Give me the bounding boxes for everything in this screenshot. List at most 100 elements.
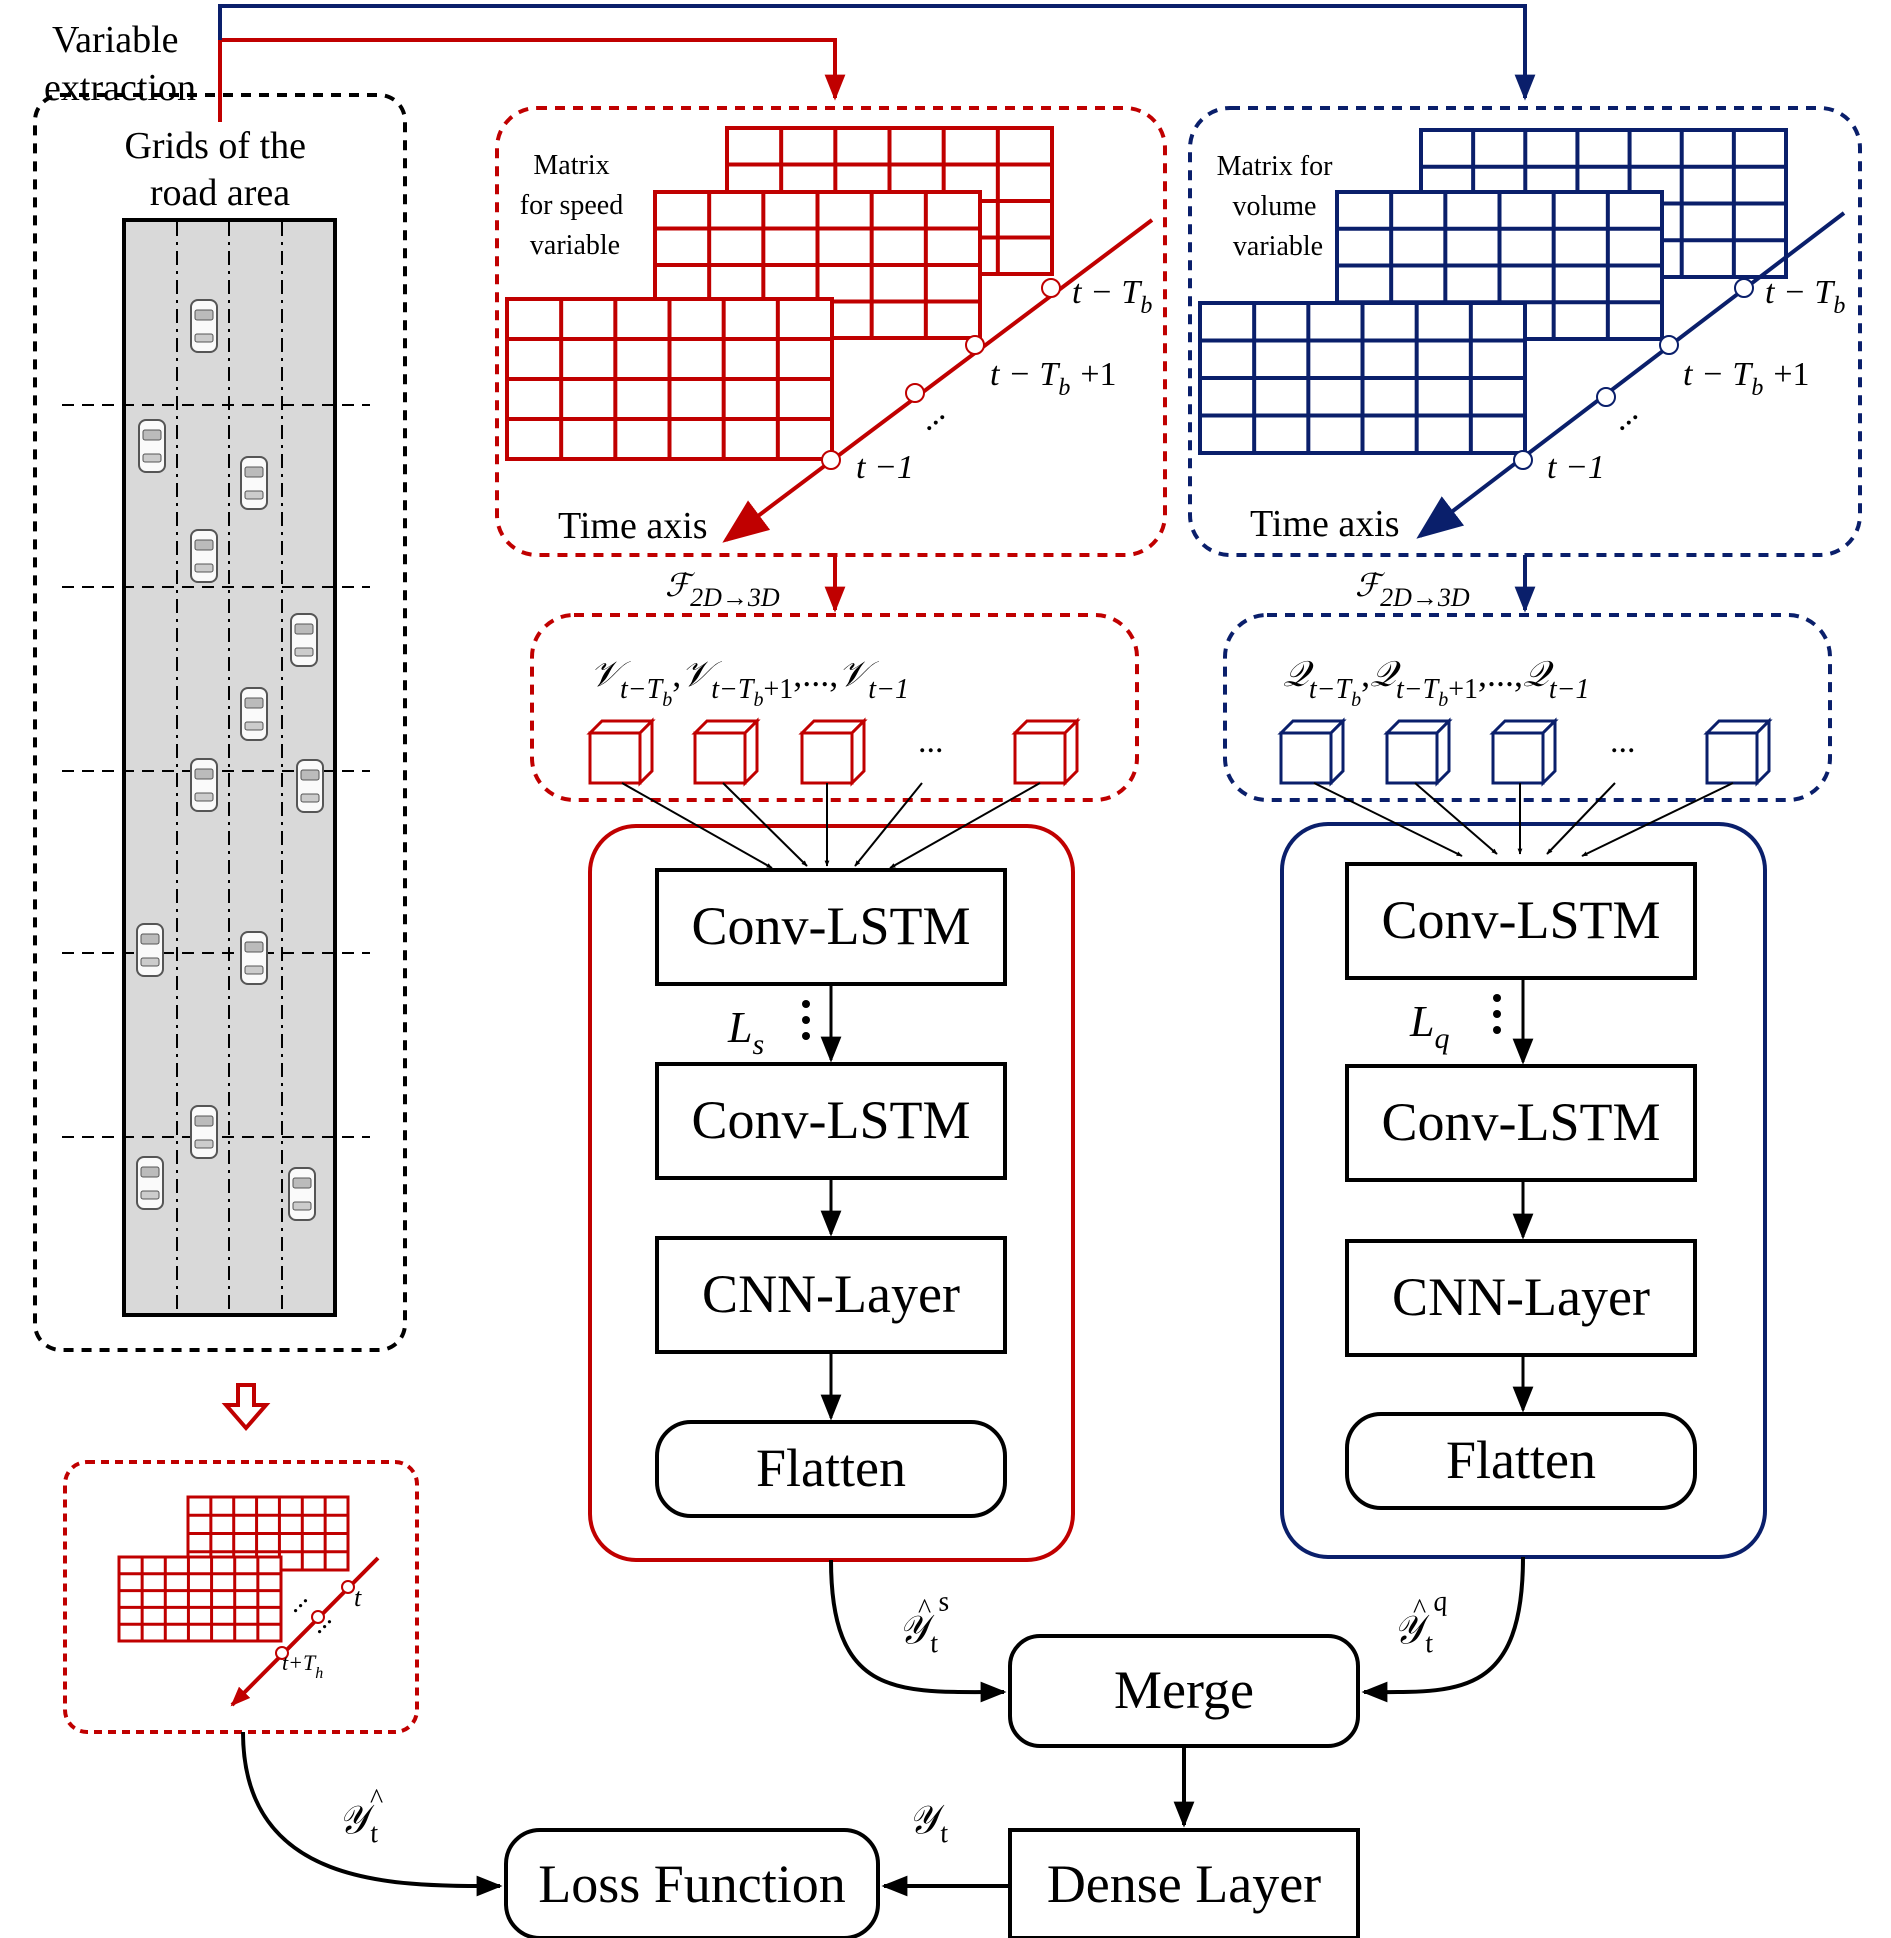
car-rear-window [194, 563, 214, 573]
volume-axis-line [1416, 211, 1846, 539]
speed-cube-side [1063, 717, 1079, 787]
car-windshield [292, 1177, 312, 1189]
road-area-title-line: road area [150, 172, 290, 214]
speed-time-label-part: b [1058, 375, 1070, 401]
car-icon [190, 1105, 218, 1159]
target-label-th-sub: h [315, 1665, 323, 1682]
car-windshield [194, 768, 214, 780]
car-icon [296, 759, 324, 813]
volume-dot [1493, 1026, 1501, 1034]
speed-convlstm-label-1: Conv-LSTM [691, 896, 970, 956]
road-area-title-line: Grids of the [124, 125, 306, 167]
volume-output-label: 𝒴tq [1388, 1585, 1455, 1663]
speed-convlstm-block-1 [655, 868, 1007, 986]
cube-arrow [1546, 782, 1616, 855]
car-rear-window [244, 721, 264, 731]
volume-output-sub: t [1423, 1628, 1436, 1660]
car-windshield [294, 623, 314, 635]
speed-axis-point [821, 450, 841, 470]
volume-time-label-tb1: t − Tb+1 [1683, 356, 1810, 401]
speed-matrix-label: Matrix for speed variable [520, 150, 630, 261]
output-connectors [241, 1556, 1525, 1897]
speed-layer-count-main: L [727, 1003, 752, 1052]
car-windshield [244, 466, 264, 478]
volume-seq-ellipsis: ... [1487, 654, 1514, 694]
speed-cube [691, 717, 761, 787]
speed-matrix-label-line: for speed [520, 190, 623, 221]
speed-to-merge-arrow [829, 1559, 1007, 1703]
cube-arrow [621, 782, 773, 869]
volume-time-label-part: b [1833, 293, 1845, 319]
car-body [138, 419, 166, 473]
car-body [136, 1156, 164, 1210]
cube-arrow [722, 782, 808, 867]
volume-flatten-label: Flatten [1446, 1430, 1596, 1490]
car-body [190, 1105, 218, 1159]
volume-cube [1489, 717, 1559, 787]
speed-time-label-tb1: t − Tb+1 [990, 356, 1117, 401]
speed-cube-sequence-label: 𝒱t−Tb,𝒱t−Tb+1,...,𝒱t−1 [590, 654, 909, 711]
road-map [62, 218, 370, 1317]
speed-time-label-part: +1 [1080, 356, 1116, 393]
speed-cube [586, 717, 656, 787]
variable-extraction-label: Variable extraction [44, 19, 196, 109]
car-rear-window [194, 1139, 214, 1149]
speed-time-label-part: b [1140, 293, 1152, 319]
volume-time-label-part: +1 [1773, 356, 1809, 393]
volume-layer-count: Lq [1409, 997, 1449, 1055]
volume-cube-front [1705, 731, 1759, 785]
speed-flatten-label: Flatten [756, 1438, 906, 1498]
volume-cube-arrows [1313, 782, 1734, 857]
speed-cubes [586, 717, 1081, 787]
volume-seq-sub: t−T [1396, 674, 1441, 705]
volume-time-axis-label: Time axis [1250, 503, 1400, 545]
lane-dividers [176, 222, 283, 1313]
speed-cube-side [638, 717, 654, 787]
speed-seq-sep: , [672, 654, 681, 694]
speed-time-axis-label: Time axis [558, 505, 708, 547]
speed-seq-sub: t−1 [868, 674, 909, 705]
car-rear-window [244, 490, 264, 500]
target-axis-point [275, 1646, 289, 1660]
car-body [290, 613, 318, 667]
volume-time-label-tb: t − Tb [1765, 274, 1845, 319]
car-rear-window [300, 793, 320, 803]
volume-seq-sub: b [1351, 689, 1361, 711]
variable-extraction-arrows [218, 4, 1536, 122]
volume-seq-symbol: 𝒬 [1523, 654, 1554, 695]
speed-seq-sub: b [662, 689, 672, 711]
speed-cube [798, 717, 868, 787]
volume-seq-sep: , [1478, 654, 1487, 694]
car-windshield [300, 769, 320, 781]
car-windshield [244, 697, 264, 709]
speed-seq-sub: +1 [764, 674, 794, 705]
volume-seq-sep: , [1514, 654, 1523, 694]
speed-cnn-label: CNN-Layer [702, 1264, 960, 1324]
volume-axis-point [1513, 450, 1533, 470]
speed-cube-arrows [621, 782, 1041, 869]
volume-convlstm-label-1: Conv-LSTM [1381, 890, 1660, 950]
car-icon [240, 456, 268, 510]
dense-output-sub: t [938, 1818, 951, 1850]
volume-cube [1383, 717, 1453, 787]
car-body [240, 931, 268, 985]
speed-seq-sub: t−T [711, 674, 756, 705]
speed-matrix [505, 297, 834, 461]
speed-time-label-part: t − T [1072, 274, 1142, 311]
volume-matrix-label-line: volume [1233, 191, 1317, 222]
target-matrix [117, 1555, 283, 1643]
car-icon [288, 1167, 316, 1221]
volume-time-label-part: t − T [1765, 274, 1835, 311]
target-label-t: t [354, 1583, 362, 1612]
volume-cube-sequence-label: 𝒬t−Tb,𝒬t−Tb+1,...,𝒬t−1 [1283, 654, 1590, 711]
speed-cube-ellipsis: ... [918, 723, 944, 760]
volume-cube-side [1435, 717, 1451, 787]
speed-axis-point [1041, 278, 1061, 298]
car-icon [190, 529, 218, 583]
volume-cnn-block [1345, 1239, 1697, 1357]
car-body [190, 299, 218, 353]
speed-time-axis [722, 218, 1154, 543]
car-rear-window [140, 1190, 160, 1200]
volume-matrices [1198, 128, 1788, 455]
car-icon [290, 613, 318, 667]
